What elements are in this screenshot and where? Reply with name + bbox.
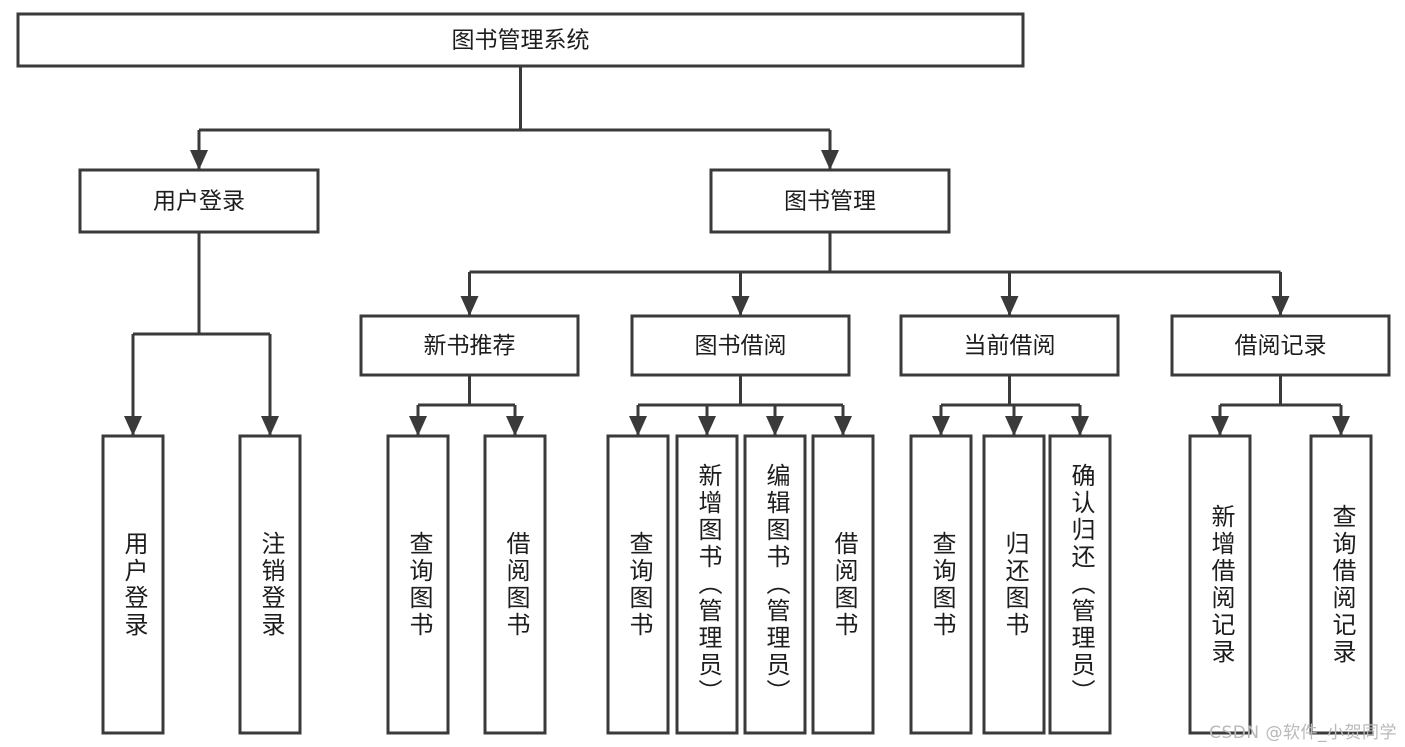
node-box-root[interactable] [16, 12, 1025, 68]
arrow-head-icon [731, 296, 750, 316]
node-box-leaf-query-book-borrow[interactable] [606, 434, 670, 735]
node-box-leaf-add-book-admin[interactable] [675, 434, 739, 735]
arrow-head-icon [1071, 416, 1089, 436]
node-label-current-borrow: 当前借阅 [964, 333, 1056, 359]
boxes-layer [16, 12, 1391, 735]
arrow-head-icon [190, 150, 208, 170]
node-box-borrow-record[interactable] [1170, 314, 1391, 377]
node-box-leaf-borrow-book-rec[interactable] [483, 434, 547, 735]
arrow-head-icon [932, 416, 950, 436]
node-box-leaf-confirm-return-admin[interactable] [1048, 434, 1112, 735]
node-box-leaf-return-book[interactable] [982, 434, 1046, 735]
node-box-leaf-borrow-book[interactable] [811, 434, 875, 735]
arrow-head-icon [1000, 296, 1019, 316]
connectors-layer [124, 66, 1350, 436]
arrow-head-icon [460, 296, 479, 316]
node-box-leaf-query-book-rec[interactable] [386, 434, 450, 735]
node-box-leaf-query-borrow-record[interactable] [1309, 434, 1373, 735]
arrow-head-icon [834, 416, 852, 436]
node-box-new-book-rec[interactable] [359, 314, 580, 377]
arrow-head-icon [821, 150, 839, 170]
node-box-leaf-logout-login[interactable] [238, 434, 302, 735]
arrow-head-icon [1271, 296, 1290, 316]
arrow-head-icon [261, 416, 279, 436]
arrow-head-icon [1211, 416, 1229, 436]
node-label-root: 图书管理系统 [452, 28, 590, 54]
node-label-book-manage: 图书管理 [784, 189, 876, 215]
node-label-book-borrow: 图书借阅 [695, 333, 787, 359]
node-label-borrow-record: 借阅记录 [1235, 333, 1327, 359]
node-box-book-manage[interactable] [709, 168, 951, 234]
node-box-leaf-edit-book-admin[interactable] [743, 434, 807, 735]
arrow-head-icon [1005, 416, 1023, 436]
node-box-book-borrow[interactable] [630, 314, 851, 377]
node-box-user-login[interactable] [78, 168, 320, 234]
node-box-leaf-add-borrow-record[interactable] [1188, 434, 1252, 735]
arrow-head-icon [506, 416, 524, 436]
node-label-new-book-rec: 新书推荐 [424, 333, 516, 359]
arrow-head-icon [1332, 416, 1350, 436]
node-box-leaf-user-login[interactable] [101, 434, 165, 735]
arrow-head-icon [766, 416, 784, 436]
node-box-current-borrow[interactable] [899, 314, 1120, 377]
arrow-head-icon [698, 416, 716, 436]
arrow-head-icon [124, 416, 142, 436]
arrow-head-icon [629, 416, 647, 436]
watermark-text: CSDN @软件_小贺同学 [1209, 723, 1397, 743]
node-label-user-login: 用户登录 [153, 189, 245, 215]
arrow-head-icon [409, 416, 427, 436]
node-box-leaf-query-book-cur[interactable] [909, 434, 973, 735]
